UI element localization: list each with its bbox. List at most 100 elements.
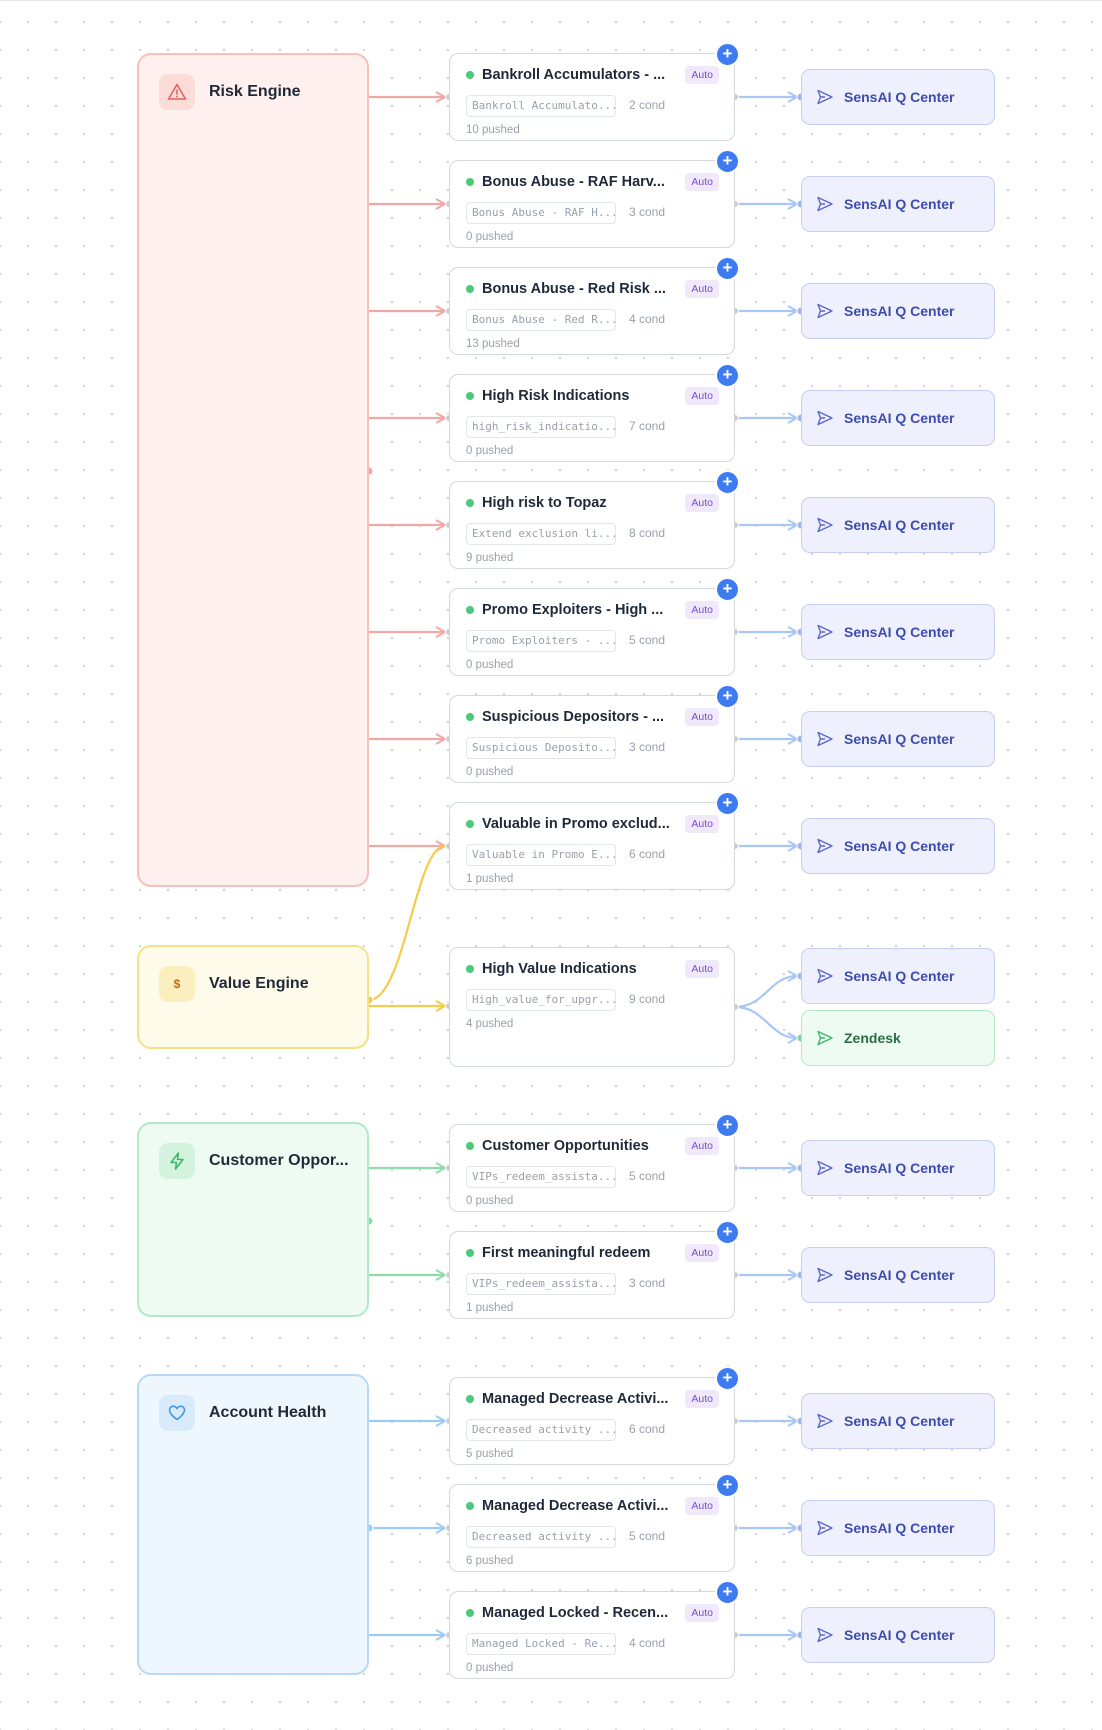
rule-card[interactable]: First meaningful redeem Auto VIPs_redeem… <box>449 1220 740 1319</box>
destination-node[interactable]: SensAI Q Center <box>801 497 995 553</box>
destination-node[interactable]: SensAI Q Center <box>801 711 995 767</box>
pushed-count: 0 pushed <box>466 1195 514 1207</box>
add-action-button[interactable]: + <box>715 684 740 709</box>
destination-node[interactable]: SensAI Q Center <box>801 818 995 874</box>
auto-badge: Auto <box>685 815 719 833</box>
rule-name: High risk to Topaz <box>482 495 607 511</box>
auto-badge: Auto <box>685 66 719 84</box>
condition-preview[interactable]: Bonus Abuse - RAF H... <box>466 202 616 224</box>
rule-name: Customer Opportunities <box>482 1138 649 1154</box>
destination-node[interactable]: SensAI Q Center <box>801 390 995 446</box>
destination-label: SensAI Q Center <box>844 89 955 105</box>
rule-card[interactable]: Promo Exploiters - High ... Auto Promo E… <box>449 577 740 676</box>
add-action-button[interactable]: + <box>715 1366 740 1391</box>
wire-arrow <box>435 519 448 531</box>
condition-preview[interactable]: VIPs_redeem_assista... <box>466 1273 616 1295</box>
rule-card[interactable]: Suspicious Depositors - ... Auto Suspici… <box>449 684 740 783</box>
add-action-button[interactable]: + <box>715 256 740 281</box>
destination-node[interactable]: SensAI Q Center <box>801 1393 995 1449</box>
wire-arrow <box>435 1522 448 1534</box>
auto-badge: Auto <box>685 1390 719 1408</box>
rule-card[interactable]: Managed Decrease Activi... Auto Decrease… <box>449 1366 740 1465</box>
auto-badge: Auto <box>685 494 719 512</box>
add-action-button[interactable]: + <box>715 1113 740 1138</box>
rule-card[interactable]: High risk to Topaz Auto Extend exclusion… <box>449 470 740 569</box>
rule-card[interactable]: Bankroll Accumulators - ... Auto Bankrol… <box>449 42 740 141</box>
rule-card[interactable]: Bonus Abuse - Red Risk ... Auto Bonus Ab… <box>449 256 740 355</box>
wire-arrow <box>435 1415 448 1427</box>
group-account-health[interactable]: Account Health <box>137 1374 369 1675</box>
wire-arrow <box>435 1162 448 1174</box>
destination-label: SensAI Q Center <box>844 968 955 984</box>
destination-node[interactable]: SensAI Q Center <box>801 69 995 125</box>
condition-preview[interactable]: Bonus Abuse - Red R... <box>466 309 616 331</box>
destination-node[interactable]: Zendesk <box>801 1010 995 1066</box>
wire-arrow <box>787 1269 800 1281</box>
rule-card[interactable]: High Value Indications Auto High_value_f… <box>449 947 735 1067</box>
send-icon <box>816 1159 834 1177</box>
wire-arrow <box>787 840 800 852</box>
condition-preview[interactable]: Decreased activity ... <box>466 1526 616 1548</box>
condition-preview[interactable]: Bankroll Accumulato... <box>466 95 616 117</box>
rule-card[interactable]: Customer Opportunities Auto VIPs_redeem_… <box>449 1113 740 1212</box>
add-action-button[interactable]: + <box>715 1220 740 1245</box>
destination-node[interactable]: SensAI Q Center <box>801 1607 995 1663</box>
rule-card[interactable]: High Risk Indications Auto high_risk_ind… <box>449 363 740 462</box>
condition-preview[interactable]: Managed Locked - Re... <box>466 1633 616 1655</box>
destination-node[interactable]: SensAI Q Center <box>801 176 995 232</box>
rule-name: High Value Indications <box>482 961 637 977</box>
condition-preview[interactable]: Promo Exploiters - ... <box>466 630 616 652</box>
rule-name: High Risk Indications <box>482 388 630 404</box>
add-action-button[interactable]: + <box>715 363 740 388</box>
status-dot <box>466 606 474 614</box>
rule-card[interactable]: Bonus Abuse - RAF Harv... Auto Bonus Abu… <box>449 149 740 248</box>
status-dot <box>466 1395 474 1403</box>
add-action-button[interactable]: + <box>715 791 740 816</box>
add-action-button[interactable]: + <box>715 1580 740 1605</box>
status-dot <box>466 1142 474 1150</box>
wire-arrow <box>435 198 448 210</box>
wire-arrow <box>787 198 800 210</box>
destination-node[interactable]: SensAI Q Center <box>801 604 995 660</box>
destination-node[interactable]: SensAI Q Center <box>801 283 995 339</box>
condition-preview[interactable]: High_value_for_upgr... <box>466 989 616 1011</box>
wire-arrow <box>787 1162 800 1174</box>
group-risk-engine[interactable]: Risk Engine <box>137 53 369 887</box>
send-icon <box>816 516 834 534</box>
add-action-button[interactable]: + <box>715 42 740 67</box>
condition-count: 4 cond <box>629 1636 666 1650</box>
destination-label: SensAI Q Center <box>844 1267 955 1283</box>
destination-node[interactable]: SensAI Q Center <box>801 1247 995 1303</box>
pushed-count: 10 pushed <box>466 124 520 136</box>
rule-card[interactable]: Valuable in Promo exclud... Auto Valuabl… <box>449 791 740 890</box>
condition-preview[interactable]: Valuable in Promo E... <box>466 844 616 866</box>
group-customer-opportunities[interactable]: Customer Oppor... <box>137 1122 369 1317</box>
add-action-button[interactable]: + <box>715 470 740 495</box>
wire-arrow <box>435 1000 448 1012</box>
destination-label: SensAI Q Center <box>844 838 955 854</box>
add-action-button[interactable]: + <box>715 577 740 602</box>
condition-preview[interactable]: Suspicious Deposito... <box>466 737 616 759</box>
group-value-engine[interactable]: $ Value Engine <box>137 945 369 1049</box>
send-icon <box>816 195 834 213</box>
condition-preview[interactable]: Extend exclusion li... <box>466 523 616 545</box>
rule-card[interactable]: Managed Locked - Recen... Auto Managed L… <box>449 1580 740 1679</box>
warning-triangle-icon <box>159 74 195 110</box>
send-icon <box>816 623 834 641</box>
rule-card[interactable]: Managed Decrease Activi... Auto Decrease… <box>449 1473 740 1572</box>
destination-label: SensAI Q Center <box>844 624 955 640</box>
status-dot <box>466 71 474 79</box>
destination-node[interactable]: SensAI Q Center <box>801 1140 995 1196</box>
destination-node[interactable]: SensAI Q Center <box>801 1500 995 1556</box>
rule-name: Promo Exploiters - High ... <box>482 602 664 618</box>
condition-preview[interactable]: high_risk_indicatio... <box>466 416 616 438</box>
add-action-button[interactable]: + <box>715 1473 740 1498</box>
pushed-count: 6 pushed <box>466 1555 514 1567</box>
wire-arrow <box>787 626 800 638</box>
condition-preview[interactable]: VIPs_redeem_assista... <box>466 1166 616 1188</box>
destination-node[interactable]: SensAI Q Center <box>801 948 995 1004</box>
add-action-button[interactable]: + <box>715 149 740 174</box>
condition-preview[interactable]: Decreased activity ... <box>466 1419 616 1441</box>
send-icon <box>816 1626 834 1644</box>
